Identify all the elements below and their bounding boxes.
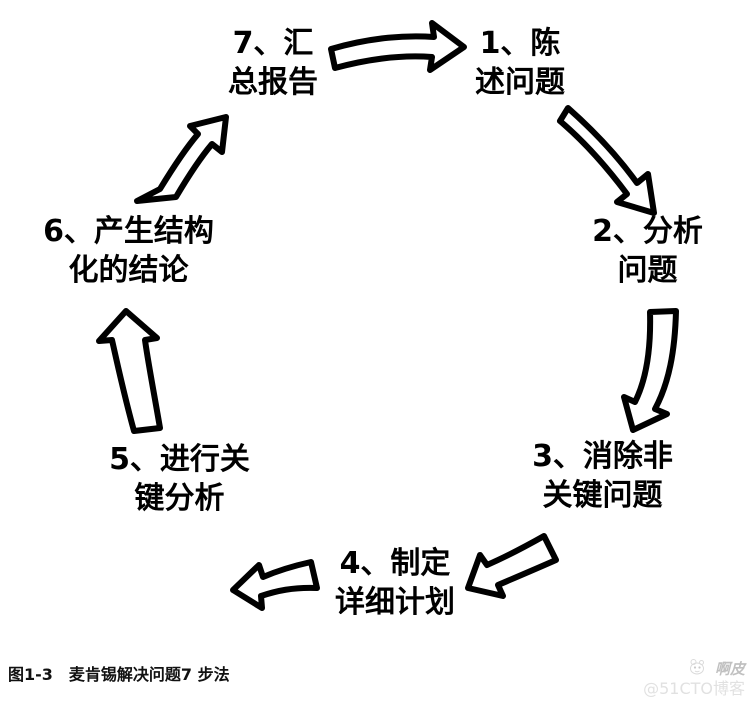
step-3-line-1: 3、消除非 [532, 439, 673, 474]
arrow-4-to-5-shape [230, 559, 320, 611]
arrow-6-to-7-shape [134, 114, 229, 204]
step-5-line-1: 5、进行关 [109, 442, 250, 477]
step-7-line-1: 7、汇 [232, 26, 314, 61]
step-2-line-2: 问题 [617, 253, 678, 288]
step-node-3: 3、消除非 关键问题 [515, 437, 690, 515]
step-6-line-2: 化的结论 [68, 253, 189, 288]
figure-caption: 图1-3 麦肯锡解决问题7 步法 [8, 665, 230, 684]
step-node-6: 6、产生结构 化的结论 [16, 212, 241, 290]
step-4-line-1: 4、制定 [339, 546, 451, 581]
step-node-5: 5、进行关 键分析 [92, 440, 267, 518]
step-5-line-2: 键分析 [134, 481, 225, 516]
arrow-5-to-6-shape [96, 308, 163, 434]
step-4-line-2: 详细计划 [335, 585, 455, 620]
arrow-2-to-3-shape [621, 308, 679, 433]
step-7-line-2: 总报告 [228, 65, 318, 100]
step-3-line-2: 关键问题 [542, 478, 663, 513]
arrow-1-to-2-shape [557, 105, 657, 216]
step-1-line-2: 述问题 [475, 65, 565, 100]
arrow-7-to-1-shape [328, 20, 467, 73]
step-node-7: 7、汇 总报告 [208, 24, 338, 102]
step-6-line-1: 6、产生结构 [43, 214, 214, 249]
step-1-line-1: 1、陈 [479, 26, 561, 61]
arrow-3-to-4-shape [465, 533, 559, 599]
step-2-line-1: 2、分析 [592, 214, 703, 249]
step-node-1: 1、陈 述问题 [455, 24, 585, 102]
step-node-2: 2、分析 问题 [580, 212, 715, 290]
step-node-4: 4、制定 详细计划 [320, 544, 470, 622]
